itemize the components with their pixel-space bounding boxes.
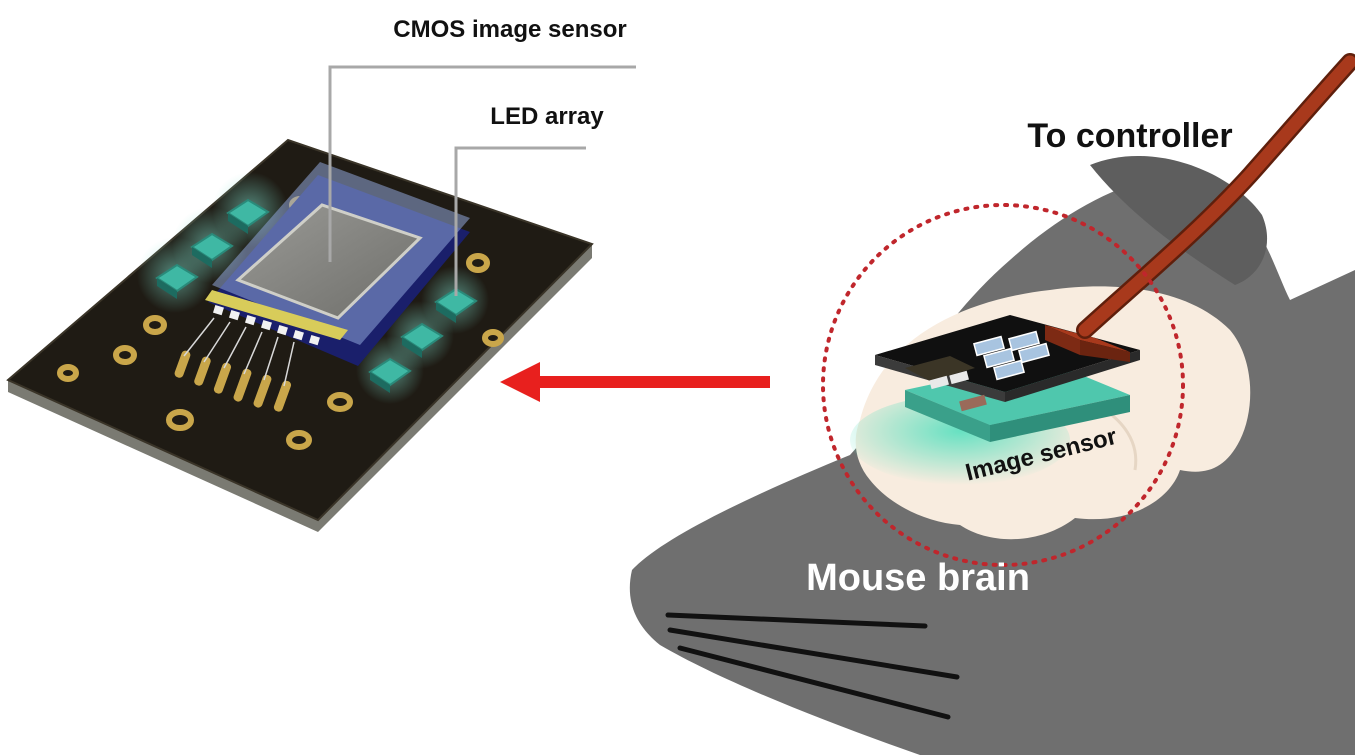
mouse-brain-label: Mouse brain [806, 557, 1030, 599]
led-leader-line [454, 146, 586, 296]
led [368, 357, 412, 393]
chip-component [905, 356, 975, 381]
controller-cable [1078, 55, 1355, 337]
leader-lines [328, 65, 636, 296]
led [400, 322, 444, 358]
led-array [155, 198, 478, 393]
highlight-circle [821, 203, 1185, 567]
ear [1090, 155, 1268, 285]
bond-wires [183, 317, 295, 387]
bond-pads [174, 350, 292, 412]
capacitors [973, 330, 1050, 381]
whiskers [665, 612, 960, 720]
chip-assembly [6, 138, 594, 532]
led-label: LED array [490, 103, 604, 130]
sensor-pads [213, 305, 320, 346]
controller-label: To controller [1027, 117, 1232, 155]
cmos-label: CMOS image sensor [393, 16, 626, 43]
mouse-head [629, 53, 1355, 755]
cmos-leader-line [328, 65, 636, 262]
led [434, 287, 478, 323]
resistor [959, 394, 987, 412]
bond-strip [205, 290, 348, 340]
led [190, 232, 234, 268]
led [155, 263, 199, 299]
red-arrow [500, 362, 770, 402]
smd-components [929, 370, 969, 390]
led [226, 198, 270, 234]
